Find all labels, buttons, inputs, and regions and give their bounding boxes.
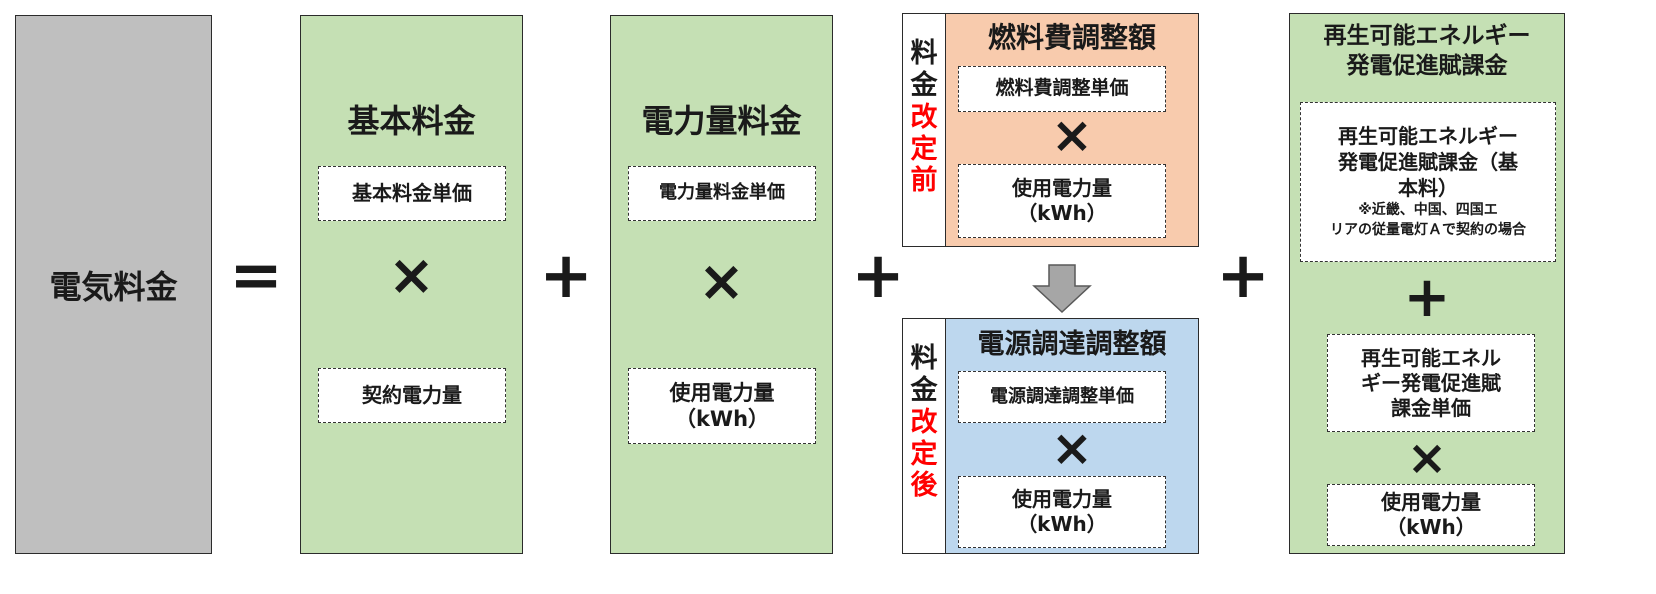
contract-power-box: 契約電力量 [318,368,506,423]
energy-unit-price-label: 電力量料金単価 [659,182,785,204]
energy-fee-title: 電力量料金 [641,102,802,140]
renewable-basic-note: ※近畿、中国、四国エ リアの従量電灯Ａで契約の場合 [1330,202,1526,238]
renewable-usage-box: 使用電力量 （kWh） [1327,484,1535,546]
basic-unit-price-label: 基本料金単価 [352,181,472,205]
renewable-unit-price-label: 再生可能エネル ギー発電促進賦 課金単価 [1361,345,1501,420]
equals-operator: = [229,239,283,313]
multiply-operator: × [1406,430,1448,486]
basic-fee-title: 基本料金 [347,102,476,140]
procurement-unit-price-label: 電源調達調整単価 [990,385,1134,407]
down-arrow-icon [1032,264,1092,314]
procurement-adjustment-title: 電源調達調整額 [977,328,1167,360]
after-revision-label: 料 金 改 定 後 [910,343,938,502]
before-revision-label: 料 金 改 定 前 [910,38,938,197]
total-fee-label: 電気料金 [49,267,178,306]
fuel-adjustment-box: 燃料費調整額 燃料費調整単価 × 使用電力量 （kWh） [945,13,1199,247]
renewable-unit-price-box: 再生可能エネル ギー発電促進賦 課金単価 [1327,334,1535,432]
procurement-usage-box: 使用電力量 （kWh） [958,476,1166,548]
multiply-operator: × [698,249,745,314]
energy-fee-box: 電力量料金 電力量料金単価 × 使用電力量 （kWh） [610,15,833,554]
plus-operator: + [851,239,905,313]
basic-unit-price-box: 基本料金単価 [318,166,506,221]
procurement-usage-label: 使用電力量 （kWh） [1012,487,1112,536]
energy-usage-box: 使用電力量 （kWh） [628,368,816,444]
total-fee-box: 電気料金 [15,15,212,554]
multiply-operator: × [1051,106,1093,164]
plus-operator: + [539,239,593,313]
fuel-usage-label: 使用電力量 （kWh） [1012,176,1112,225]
renewable-basic-box: 再生可能エネルギー 発電促進賦課金（基 本料） ※近畿、中国、四国エ リアの従量… [1300,102,1556,262]
energy-usage-label: 使用電力量 （kWh） [669,380,775,431]
renewable-surcharge-box: 再生可能エネルギー 発電促進賦課金 再生可能エネルギー 発電促進賦課金（基 本料… [1289,13,1565,554]
procurement-unit-price-box: 電源調達調整単価 [958,371,1166,423]
energy-unit-price-box: 電力量料金単価 [628,166,816,221]
fuel-adjustment-title: 燃料費調整額 [987,21,1156,54]
fuel-side-label-box: 料 金 改 定 前 [902,13,946,247]
renewable-basic-label: 再生可能エネルギー 発電促進賦課金（基 本料） [1338,124,1518,201]
fuel-usage-box: 使用電力量 （kWh） [958,164,1166,238]
fuel-unit-price-box: 燃料費調整単価 [958,66,1166,112]
basic-fee-box: 基本料金 基本料金単価 × 契約電力量 [300,15,523,554]
procurement-side-label-box: 料 金 改 定 後 [902,318,946,554]
plus-operator: + [1403,265,1451,330]
multiply-operator: × [1051,419,1093,477]
renewable-usage-label: 使用電力量 （kWh） [1381,490,1481,539]
renewable-surcharge-title: 再生可能エネルギー 発電促進賦課金 [1323,23,1531,79]
procurement-adjustment-box: 電源調達調整額 電源調達調整単価 × 使用電力量 （kWh） [945,318,1199,554]
fuel-unit-price-label: 燃料費調整単価 [995,77,1129,100]
multiply-operator: × [388,243,435,308]
contract-power-label: 契約電力量 [362,383,462,407]
plus-operator: + [1216,239,1270,313]
